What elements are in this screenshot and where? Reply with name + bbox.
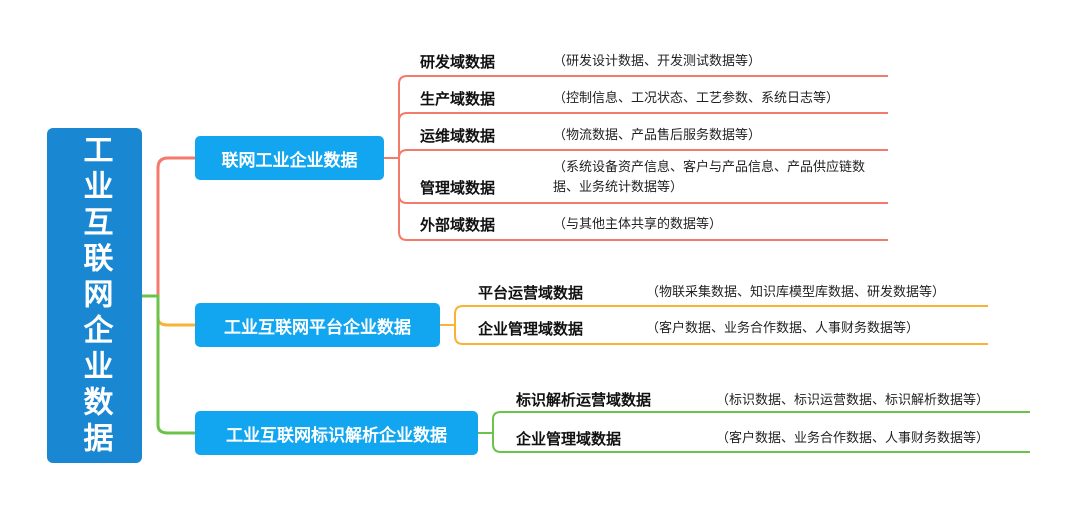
leaf-label: 企业管理域数据 [478,320,584,338]
branch-node-networked-enterprise: 联网工业企业数据 [195,136,384,180]
leaf-label: 运维域数据 [420,127,496,145]
root-node: 工业互联网企业数据 [47,128,142,463]
leaf-description: （系统设备资产信息、客户与产品信息、产品供应链数据、业务统计数据等） [553,160,866,195]
connector-branch-1-leaves [384,75,888,241]
branch-label: 工业互联网平台企业数据 [224,317,411,338]
leaf-description: （物流数据、产品售后服务数据等） [553,128,762,143]
connector-root-branch-2 [142,294,195,327]
connector-branch-3-leaves [478,411,1030,453]
leaf-label: 生产域数据 [420,90,496,108]
leaf-label: 外部域数据 [420,216,496,234]
connector-root-branch-1 [142,156,195,298]
branch-node-platform-enterprise: 工业互联网平台企业数据 [195,303,440,347]
branch-label: 联网工业企业数据 [221,150,358,171]
leaf-label: 标识解析运营域数据 [516,391,652,409]
leaf-description: （物联采集数据、知识库模型库数据、研发数据等） [646,285,946,300]
leaf-description: （研发设计数据、开发测试数据等） [553,54,762,69]
connector-branch-2-leaves [440,305,988,345]
leaf-label: 企业管理域数据 [516,430,622,448]
connector-root-branch-3 [142,294,195,435]
leaf-description: （与其他主体共享的数据等） [553,217,723,232]
leaf-description: （控制信息、工况状态、工艺参数、系统日志等） [553,91,840,106]
branch-label: 工业互联网标识解析企业数据 [226,425,447,446]
leaf-label: 研发域数据 [420,53,496,71]
root-label: 工业互联网企业数据 [77,133,113,458]
leaf-description: （客户数据、业务合作数据、人事财务数据等） [646,321,920,336]
leaf-description: （客户数据、业务合作数据、人事财务数据等） [716,431,990,446]
leaf-label: 平台运营域数据 [478,284,584,302]
leaf-description: （标识数据、标识运营数据、标识解析数据等） [716,393,990,408]
leaf-label: 管理域数据 [420,179,496,197]
branch-node-identifier-enterprise: 工业互联网标识解析企业数据 [195,411,478,455]
